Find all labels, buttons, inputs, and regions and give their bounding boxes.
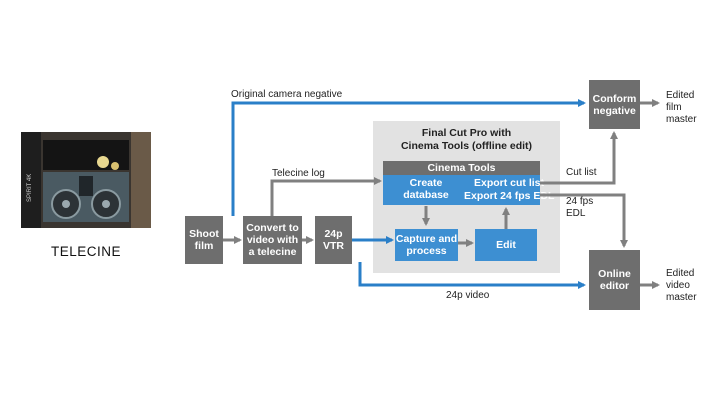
telecine-caption: TELECINE bbox=[50, 244, 122, 259]
node-online-editor: Online editor bbox=[589, 250, 640, 310]
output-edited-film-master: Edited film master bbox=[666, 90, 697, 125]
panel-title: Final Cut Pro with Cinema Tools (offline… bbox=[373, 127, 560, 153]
panel-title-line1: Final Cut Pro with bbox=[421, 127, 512, 139]
arrow-negative-to-conform bbox=[231, 99, 586, 216]
arrow-edl-to-online bbox=[540, 193, 628, 248]
telecine-machine-image: SPIRIT 4K bbox=[21, 132, 151, 228]
label-telecine-log: Telecine log bbox=[272, 168, 325, 179]
export-cut-list-label: Export cut list bbox=[473, 177, 544, 189]
arrow-cutlist-to-conform bbox=[540, 131, 618, 185]
node-online-editor-label: Online editor bbox=[598, 268, 631, 292]
arrow-telecine-log bbox=[270, 177, 382, 216]
telecine-photo: SPIRIT 4K bbox=[21, 132, 151, 228]
node-capture-process-label: Capture and process bbox=[395, 233, 458, 257]
node-conform-negative: Conform negative bbox=[589, 80, 640, 129]
export-edl-label: Export 24 fps EDL bbox=[464, 190, 555, 202]
node-edit: Edit bbox=[475, 229, 537, 261]
label-24fps-edl: 24 fps EDL bbox=[566, 196, 594, 219]
cinema-tools-header: Cinema Tools bbox=[383, 161, 540, 175]
arrow-video-to-online bbox=[358, 262, 586, 289]
output-edited-video-master: Edited video master bbox=[666, 268, 697, 303]
label-cut-list: Cut list bbox=[566, 167, 597, 178]
node-24p-vtr: 24p VTR bbox=[315, 216, 352, 264]
node-shoot-film: Shoot film bbox=[185, 216, 223, 264]
label-original-camera-negative: Original camera negative bbox=[231, 89, 343, 100]
node-conform-negative-label: Conform negative bbox=[592, 92, 637, 117]
create-database-label: Create database bbox=[403, 177, 449, 201]
node-edit-label: Edit bbox=[496, 239, 516, 251]
node-24p-vtr-label: 24p VTR bbox=[323, 228, 344, 252]
panel-title-line2: Cinema Tools (offline edit) bbox=[400, 140, 533, 152]
node-convert-telecine: Convert to video with a telecine bbox=[243, 216, 302, 264]
telecine-machine-mark: SPIRIT 4K bbox=[27, 174, 33, 202]
node-shoot-film-label: Shoot film bbox=[189, 228, 219, 252]
cinema-tools-body bbox=[383, 175, 540, 205]
node-convert-telecine-label: Convert to video with a telecine bbox=[246, 222, 299, 258]
node-capture-process: Capture and process bbox=[395, 229, 458, 261]
label-24p-video: 24p video bbox=[446, 290, 490, 301]
